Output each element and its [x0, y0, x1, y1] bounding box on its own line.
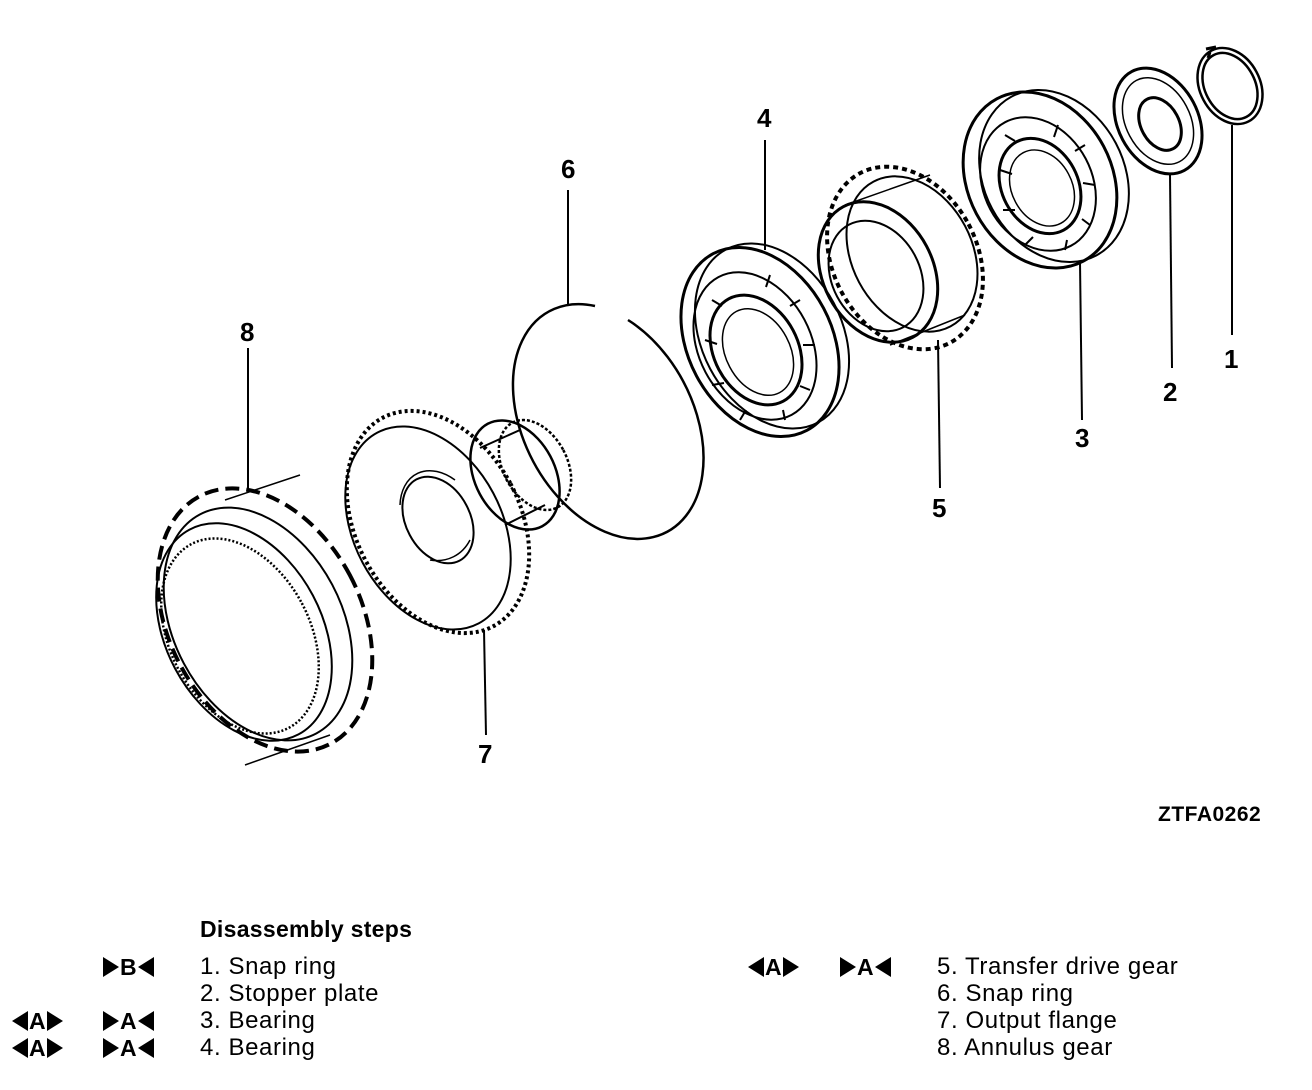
leader-lines [247, 125, 1233, 736]
step-text: 5. Transfer drive gear [937, 953, 1179, 980]
callout-6: 6 [561, 154, 575, 184]
callout-1: 1 [1224, 344, 1238, 374]
step-row: 8. Annulus gear [0, 1034, 1312, 1061]
step-text: 2. Stopper plate [200, 980, 380, 1007]
removal-mark-in: A [103, 1008, 154, 1034]
installation-mark-out: A [12, 1035, 63, 1061]
transfer-drive-gear-part-5 [816, 164, 985, 352]
callout-4: 4 [757, 103, 772, 133]
step-text: 3. Bearing [200, 1007, 316, 1034]
callout-2: 2 [1163, 377, 1177, 407]
snap-ring-part-6 [511, 302, 705, 541]
bearing-part-3 [961, 89, 1130, 270]
removal-mark-in: A [840, 954, 891, 980]
removal-mark-in: B [103, 954, 154, 980]
annulus-gear-part-8 [155, 474, 375, 766]
removal-mark-in: A [103, 1035, 154, 1061]
installation-mark-out: A [12, 1008, 63, 1034]
step-text: 7. Output flange [937, 1007, 1118, 1034]
callout-8: 8 [240, 317, 254, 347]
figure-code: ZTFA0262 [1158, 803, 1262, 826]
step-text: 1. Snap ring [200, 953, 337, 980]
output-flange-part-7 [344, 408, 573, 636]
callout-5: 5 [932, 493, 946, 523]
steps-title: Disassembly steps [200, 916, 413, 942]
step-row: A A 4. Bearing [0, 1034, 1312, 1061]
step-text: 4. Bearing [200, 1034, 316, 1061]
step-row: 6. Snap ring [0, 980, 1312, 1007]
step-row: A A 5. Transfer drive gear [0, 953, 1312, 980]
step-row: 2. Stopper plate [0, 980, 1312, 1007]
step-row: A A 3. Bearing [0, 1007, 1312, 1034]
stopper-plate-part-2 [1112, 66, 1204, 176]
callout-7: 7 [478, 739, 492, 769]
step-text: 6. Snap ring [937, 980, 1074, 1007]
step-row: 7. Output flange [0, 1007, 1312, 1034]
snap-ring-part-1 [1196, 45, 1264, 126]
installation-mark-out: A [748, 954, 799, 980]
bearing-part-4 [679, 242, 851, 439]
callout-3: 3 [1075, 423, 1089, 453]
step-row: B 1. Snap ring [0, 953, 1312, 980]
step-text: 8. Annulus gear [937, 1034, 1113, 1061]
